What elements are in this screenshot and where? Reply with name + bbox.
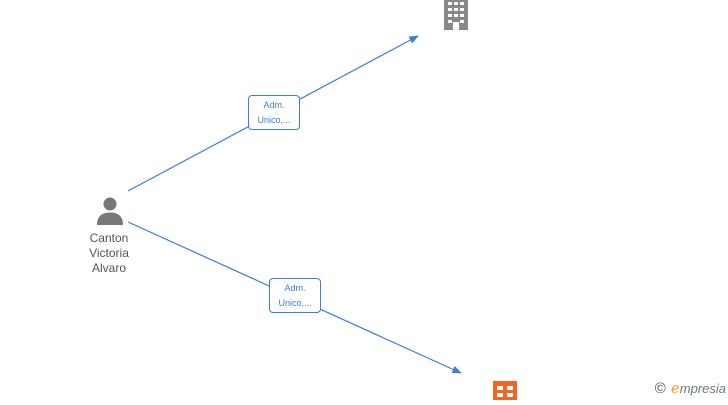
person-icon [97,197,123,225]
brand-initial: e [670,379,680,397]
company-node-1[interactable] [441,0,471,30]
edge-label-2[interactable]: Adm. Unico,... [269,278,321,313]
person-name-line-1: Canton [89,231,129,245]
person-name-line-3: Alvaro [91,261,126,275]
edge-label-2-line-1: Adm. [284,283,306,293]
edge-label-2-line-2: Unico,... [278,298,312,308]
building-icon [493,381,517,400]
copyright-symbol: © [654,379,666,397]
building-icon [444,0,468,30]
person-name[interactable]: Canton Victoria Alvaro [78,231,140,276]
edge-label-1-line-1: Adm. [263,100,285,110]
person-node[interactable] [95,196,125,226]
edge-label-1-line-2: Unico,... [257,115,291,125]
company-node-2[interactable] [493,381,517,400]
brand-name: mpresia [679,380,726,396]
person-name-line-2: Victoria [89,246,129,260]
edge-label-1[interactable]: Adm. Unico,... [248,95,300,130]
brand-watermark: © e mpresia [655,379,726,397]
